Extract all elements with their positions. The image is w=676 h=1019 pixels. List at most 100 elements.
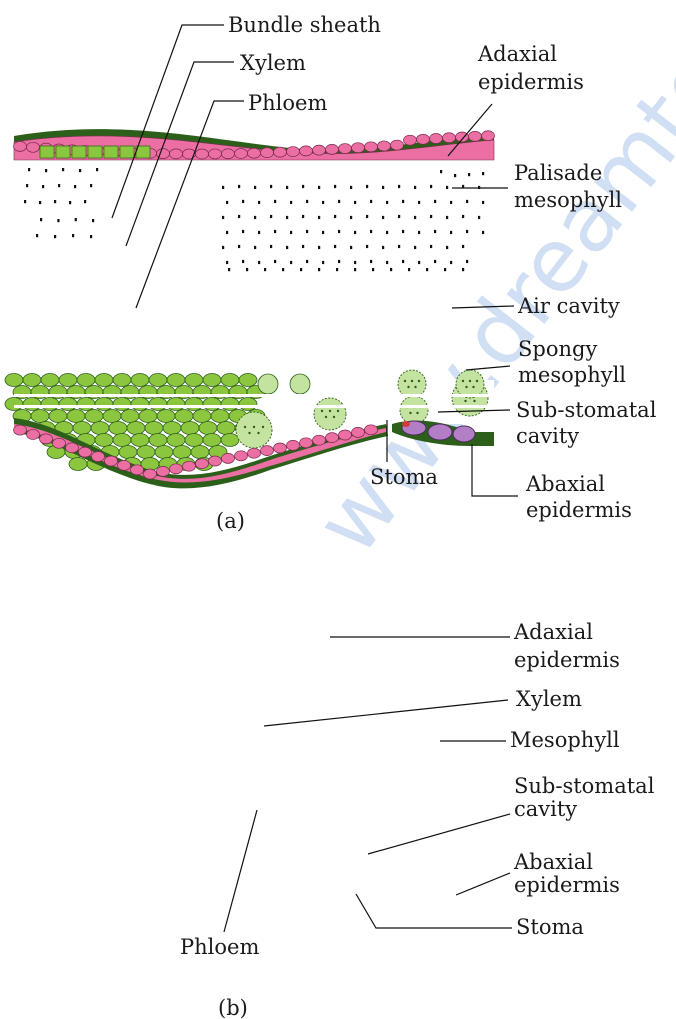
spongy-cell <box>109 422 127 435</box>
palisade-dot <box>274 230 276 233</box>
palisade-dot <box>338 230 340 233</box>
palisade-dot <box>446 186 448 189</box>
label-abaxial-epidermis-a-1: Abaxial <box>525 472 605 496</box>
epidermis-cell <box>287 147 300 157</box>
epidermis-cell <box>378 141 391 151</box>
chloroplast-dot <box>325 416 327 418</box>
epidermis-cell <box>222 149 235 159</box>
palisade-dot <box>42 185 44 188</box>
label-abaxial-epidermis-b-1: Abaxial <box>513 850 593 874</box>
palisade-dot <box>446 246 448 249</box>
palisade-dot <box>226 201 228 204</box>
palisade-dot <box>354 268 356 271</box>
palisade-dot <box>26 184 28 187</box>
epidermis-cell <box>274 147 287 157</box>
chloroplast-dot <box>465 386 467 388</box>
palisade-dot <box>306 230 308 233</box>
spongy-cell <box>211 410 229 423</box>
spongy-cell <box>167 434 185 447</box>
spongy-cell <box>131 434 149 447</box>
palisade-dot <box>226 261 228 264</box>
palisade-dot <box>366 215 368 218</box>
spongy-cell <box>59 398 77 411</box>
epidermis-cell <box>430 134 443 144</box>
palisade-dot <box>370 200 372 203</box>
spongy-cell <box>77 398 95 411</box>
spongy-cell <box>85 410 103 423</box>
spongy-cell <box>167 398 185 411</box>
bundle-sheath-cell <box>88 146 102 158</box>
palisade-dot <box>58 184 60 187</box>
palisade-dot <box>382 246 384 249</box>
label-xylem: Xylem <box>240 51 306 75</box>
spongy-cell <box>181 422 199 435</box>
mesophyll-cell-light <box>290 374 310 394</box>
label-spongy-mesophyll-2: mesophyll <box>518 363 626 387</box>
epidermis-cell <box>235 451 248 461</box>
mesophyll-cell-light <box>258 374 278 394</box>
chloroplast-dot <box>407 386 409 388</box>
palisade-dot <box>370 230 372 233</box>
spongy-cell <box>113 398 131 411</box>
chloroplast-dot <box>473 400 475 402</box>
spongy-cell <box>91 422 109 435</box>
epidermis-cell <box>248 448 261 458</box>
palisade-dot <box>414 246 416 249</box>
palisade-dot <box>254 216 256 219</box>
chloroplast-dot <box>404 380 406 382</box>
label-stoma-b: Stoma <box>516 915 584 939</box>
chloroplast-dot <box>462 380 464 382</box>
palisade-dot <box>274 200 276 203</box>
palisade-dot <box>450 261 452 264</box>
palisade-dot <box>482 172 484 175</box>
palisade-dot <box>54 235 56 238</box>
epidermis-cell <box>14 425 27 435</box>
label-palisade-mesophyll-2: mesophyll <box>514 188 622 212</box>
palisade-dot <box>318 186 320 189</box>
palisade-dot <box>450 201 452 204</box>
epidermis-cell <box>40 434 53 444</box>
chloroplast-dot <box>253 426 255 428</box>
spongy-cell <box>149 398 167 411</box>
palisade-dot <box>350 246 352 249</box>
epidermis-cell <box>209 456 222 466</box>
label-adaxial-epidermis-a-2: epidermis <box>478 70 584 94</box>
spongy-cell <box>145 422 163 435</box>
palisade-dot <box>45 169 47 172</box>
epidermis-cell <box>27 142 40 152</box>
palisade-dot <box>482 231 484 234</box>
palisade-dot <box>334 245 336 248</box>
spongy-cell <box>203 374 221 387</box>
palisade-dot <box>57 219 59 222</box>
chloroplast-dot <box>464 400 466 402</box>
palisade-dot <box>290 261 292 264</box>
epidermis-cell <box>105 456 118 466</box>
epidermis-cell <box>287 440 300 450</box>
palisade-dot <box>430 215 432 218</box>
palisade-dot <box>354 201 356 204</box>
palisade-dot <box>54 200 56 203</box>
palisade-dot <box>290 231 292 234</box>
epidermis-cell <box>469 131 482 141</box>
palisade-dot <box>402 200 404 203</box>
chloroplast-dot <box>411 380 413 382</box>
spongy-cell <box>77 374 95 387</box>
palisade-dot <box>414 186 416 189</box>
palisade-dot <box>290 201 292 204</box>
palisade-dot <box>74 185 76 188</box>
epidermis-cell <box>196 459 209 469</box>
spongy-cell <box>185 434 203 447</box>
spongy-cell <box>67 410 85 423</box>
spongy-cell <box>5 398 23 411</box>
palisade-dot <box>450 231 452 234</box>
spongy-cell <box>185 374 203 387</box>
palisade-dot <box>254 246 256 249</box>
spongy-cell <box>191 446 209 459</box>
palisade-dot <box>75 218 77 221</box>
spongy-cell <box>155 446 173 459</box>
spongy-cell <box>203 398 221 411</box>
epidermis-cell <box>326 144 339 154</box>
epidermis-cell <box>27 429 40 439</box>
epidermis-cell <box>79 447 92 457</box>
spongy-cell <box>59 374 77 387</box>
